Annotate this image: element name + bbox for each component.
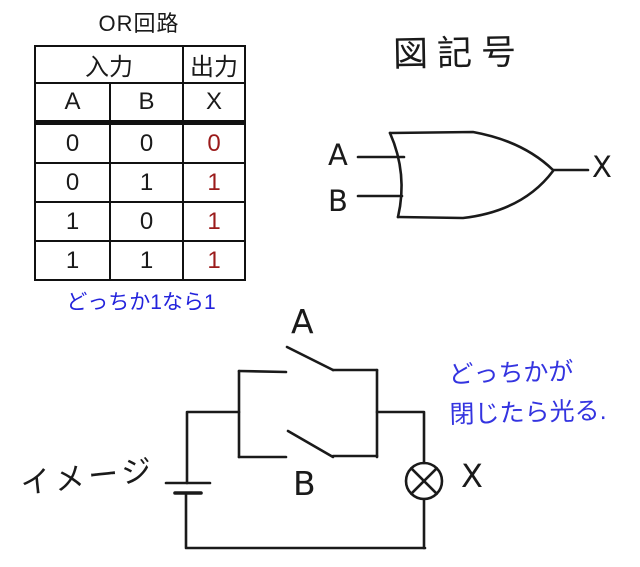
gate-back-curve	[388, 131, 403, 219]
circuit-drawing	[164, 345, 444, 550]
table-row: 1 0 1	[34, 201, 246, 242]
circuit-annotation: どっちかが 閉じたら光る.	[448, 351, 607, 435]
circuit-section-heading: イメージ	[18, 452, 158, 502]
column-x-cell: X	[182, 82, 246, 125]
or-gate-icon	[356, 130, 590, 220]
table-caption: どっちか1なら1	[66, 291, 216, 314]
circuit-annotation-line2: 閉じたら光る.	[449, 396, 607, 430]
symbol-section-heading: 図記号	[392, 32, 526, 76]
lamp-x-label: X	[461, 457, 483, 495]
gate-bottom-edge	[396, 169, 555, 220]
table-header-group-row: 入力 出力	[34, 45, 246, 84]
page-title: OR回路	[98, 11, 180, 36]
switch-a-blade	[285, 345, 335, 372]
cell-b: 1	[109, 240, 184, 281]
switch-a-left-wire	[237, 369, 288, 374]
column-a-cell: A	[34, 82, 111, 125]
switch-b-label: B	[293, 464, 316, 503]
output-header-cell: 出力	[182, 45, 246, 84]
switch-b-blade	[286, 429, 335, 459]
cell-a: 0	[34, 162, 111, 203]
column-b-cell: B	[109, 82, 184, 125]
cell-x: 1	[182, 162, 246, 203]
table-row: 1 1 1	[34, 240, 246, 281]
lamp-cross-1	[410, 467, 438, 495]
table-column-row: A B X	[34, 82, 246, 125]
table-row: 0 1 1	[34, 162, 246, 203]
table-row: 0 0 0	[34, 121, 246, 164]
truth-table: 入力 出力 A B X 0 0 0 0 1 1 1 0 1 1 1 1	[34, 45, 246, 281]
cell-x: 0	[182, 121, 246, 164]
gate-output-x-label: X	[592, 150, 612, 184]
lamp-cross-2	[410, 467, 438, 495]
cell-b: 1	[109, 162, 184, 203]
cell-b: 0	[109, 201, 184, 242]
lamp-circle	[404, 461, 444, 501]
input-header-cell: 入力	[34, 45, 184, 84]
wire-right-top	[375, 410, 426, 465]
circuit-annotation-line1: どっちかが	[448, 357, 574, 390]
cell-a: 1	[34, 240, 111, 281]
cell-x: 1	[182, 240, 246, 281]
cell-x: 1	[182, 201, 246, 242]
gate-input-b-label: B	[328, 184, 348, 218]
lamp-icon	[404, 461, 444, 501]
wire-left-top	[185, 410, 241, 485]
gate-top-edge	[388, 130, 555, 172]
cell-b: 0	[109, 121, 184, 164]
cell-a: 0	[34, 121, 111, 164]
switch-a-label: A	[291, 302, 314, 341]
gate-input-a-label: A	[328, 138, 348, 172]
cell-a: 1	[34, 201, 111, 242]
